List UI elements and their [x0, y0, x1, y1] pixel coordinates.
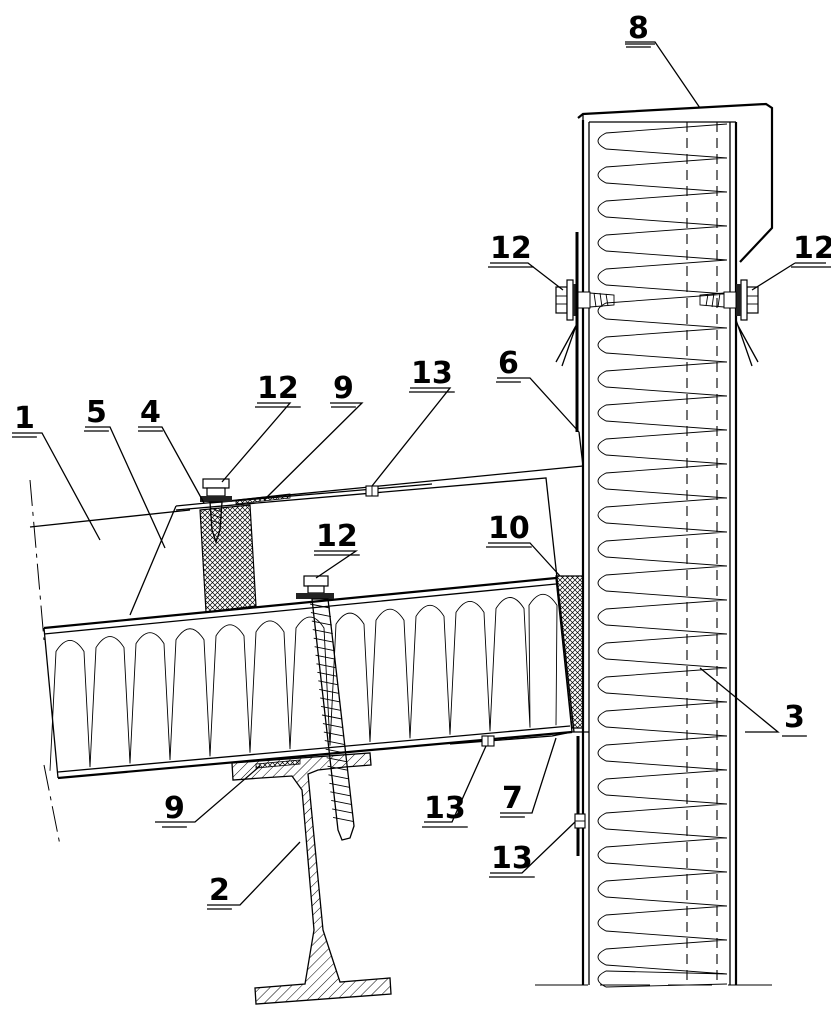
callout-labels: 8 12 12 6 13 12 9 1 5 4 10 12 3 9 13 7 1…	[14, 11, 831, 908]
callout-10: 10	[488, 511, 530, 546]
callout-7: 7	[502, 781, 523, 816]
callout-1: 1	[14, 401, 35, 436]
roof-through-screw	[296, 575, 355, 841]
callout-12-wall-right: 12	[793, 231, 831, 266]
callout-13-wall: 13	[491, 841, 533, 876]
callout-2: 2	[209, 873, 230, 908]
callout-underlines	[12, 43, 831, 910]
callout-5: 5	[86, 395, 107, 430]
callout-12-roof-screw: 12	[316, 519, 358, 554]
callout-13-top: 13	[411, 356, 453, 391]
wall-seal-block	[555, 575, 584, 729]
roof-top-screw	[200, 478, 232, 545]
callout-13-bottom: 13	[424, 791, 466, 826]
roof-sandwich-panel	[43, 576, 589, 780]
callout-12-wall-left: 12	[490, 231, 532, 266]
callout-12-roof-left: 12	[257, 371, 299, 406]
bottom-flashing	[449, 731, 586, 856]
leader-lines	[12, 41, 826, 906]
callout-3: 3	[784, 700, 805, 735]
top-seal-block	[199, 493, 291, 613]
callout-9-top: 9	[333, 371, 354, 406]
wall-sandwich-panel	[535, 120, 772, 988]
callout-4: 4	[140, 395, 161, 430]
callout-8: 8	[628, 11, 649, 46]
steel-i-beam	[231, 752, 392, 1005]
parapet-cap-flashing	[577, 102, 774, 263]
callout-9-bottom: 9	[164, 791, 185, 826]
callout-6: 6	[498, 346, 519, 381]
wall-screw-right	[699, 279, 759, 367]
roof-frame-edge	[29, 479, 191, 846]
